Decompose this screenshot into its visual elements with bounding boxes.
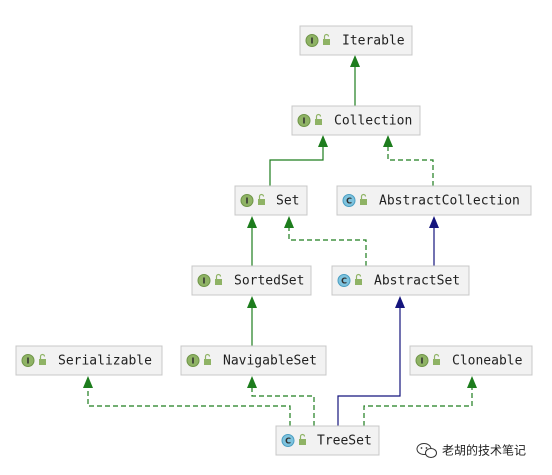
abstract-class-icon: [342, 194, 356, 207]
interface-icon: [415, 354, 429, 367]
node-iterable[interactable]: I Iterable: [299, 25, 413, 56]
class-badge-letter: C: [285, 437, 291, 446]
node-label: Collection: [334, 114, 412, 129]
interface-icon: [197, 274, 211, 287]
lock-icon: [323, 33, 330, 45]
interface-badge-letter: I: [192, 357, 195, 366]
node-box: [336, 185, 532, 216]
node-set[interactable]: I Set: [234, 185, 308, 216]
node-sorted-set[interactable]: I SortedSet: [191, 265, 312, 296]
wechat-icon: [416, 443, 437, 458]
interface-icon: [305, 34, 319, 47]
node-label: Set: [276, 194, 299, 209]
node-collection[interactable]: I Collection: [291, 105, 421, 136]
arrowhead-set-right: [284, 216, 294, 228]
arrowhead-set-left: [247, 216, 257, 228]
interface-badge-letter: I: [311, 37, 314, 46]
node-abstract-set[interactable]: C AbstractSet: [331, 265, 470, 296]
node-label: Serializable: [58, 354, 152, 369]
node-cloneable[interactable]: I Cloneable: [409, 345, 533, 376]
node-label: NavigableSet: [223, 354, 317, 369]
edges: [83, 55, 477, 426]
interface-icon: [297, 114, 311, 127]
arrowhead-cloneable: [467, 376, 477, 388]
lock-icon: [258, 193, 265, 205]
node-box: [409, 345, 533, 376]
node-label: SortedSet: [234, 274, 304, 289]
arrowhead-iterable: [350, 55, 360, 67]
arrowhead-sortedset: [247, 296, 257, 308]
edge-abstractset-set: [288, 226, 367, 266]
arrowhead-navigableset: [247, 376, 257, 388]
node-box: [191, 265, 312, 296]
arrowhead-abstractcollection: [429, 216, 439, 228]
lock-icon: [315, 113, 322, 125]
arrowhead-collection-left: [318, 135, 328, 147]
node-navigable-set[interactable]: I NavigableSet: [180, 345, 327, 376]
interface-icon: [186, 354, 200, 367]
lock-icon: [355, 273, 362, 285]
arrowhead-abstractset: [395, 296, 405, 308]
interface-badge-letter: I: [303, 117, 306, 126]
edge-set-collection: [269, 145, 324, 186]
arrowhead-collection-right: [383, 135, 393, 147]
edge-treeset-serializable: [87, 386, 291, 426]
lock-icon: [215, 273, 222, 285]
interface-icon: [21, 354, 35, 367]
lock-icon: [204, 353, 211, 365]
lock-icon: [360, 193, 367, 205]
edge-abstractcollection-collection: [387, 145, 434, 186]
edge-treeset-abstractset: [337, 307, 401, 426]
interface-badge-letter: I: [203, 277, 206, 286]
lock-icon: [39, 353, 46, 365]
interface-badge-letter: I: [27, 357, 30, 366]
abstract-class-icon: [337, 274, 351, 287]
edge-treeset-cloneable: [363, 386, 473, 426]
lock-icon: [433, 353, 440, 365]
node-box: [331, 265, 470, 296]
watermark: 老胡的技术笔记: [416, 443, 526, 458]
node-label: Cloneable: [452, 354, 523, 369]
node-box: [291, 105, 421, 136]
node-abstract-collection[interactable]: C AbstractCollection: [336, 185, 532, 216]
watermark-text: 老胡的技术笔记: [442, 443, 526, 458]
node-label: AbstractSet: [374, 274, 460, 289]
node-box: [299, 25, 413, 56]
class-badge-letter: C: [346, 197, 352, 206]
edge-treeset-navigableset: [251, 386, 315, 426]
interface-badge-letter: I: [421, 357, 424, 366]
class-icon: [281, 434, 295, 447]
lock-icon: [299, 433, 306, 445]
node-label: AbstractCollection: [379, 194, 520, 209]
node-serializable[interactable]: I Serializable: [15, 345, 163, 376]
node-tree-set[interactable]: C TreeSet: [275, 425, 380, 456]
interface-badge-letter: I: [246, 197, 249, 206]
interface-icon: [240, 194, 254, 207]
arrowhead-serializable: [83, 376, 93, 388]
class-badge-letter: C: [341, 277, 347, 286]
node-label: Iterable: [342, 34, 405, 49]
node-label: TreeSet: [317, 434, 372, 449]
